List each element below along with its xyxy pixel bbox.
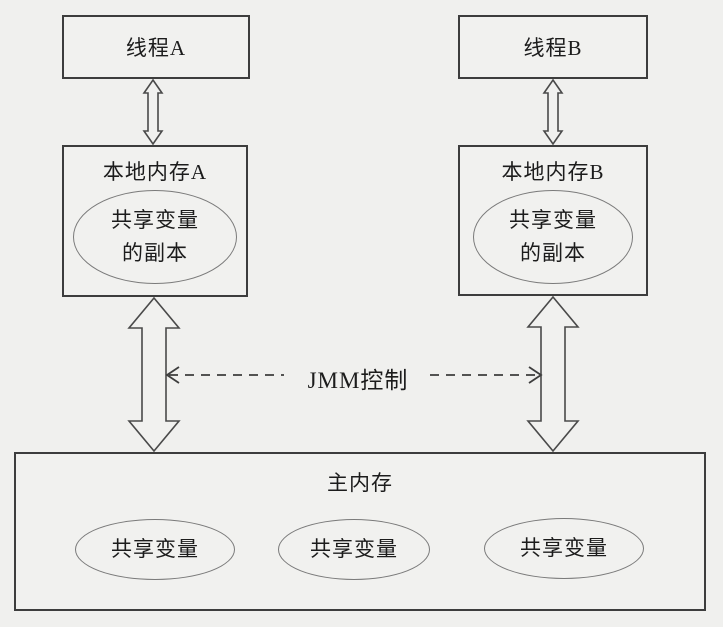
shared-variable-ellipse-3: 共享变量	[484, 518, 644, 579]
shared-variable-2-label: 共享变量	[310, 537, 398, 561]
local-memory-a-title: 本地内存A	[102, 160, 208, 184]
thread-b-local-b-double-arrow	[542, 78, 564, 146]
copy-a-line1: 共享变量	[111, 208, 199, 232]
thread-a-local-a-double-arrow	[142, 78, 164, 146]
copy-b-line1: 共享变量	[509, 208, 597, 232]
local-memory-a-copy-ellipse: 共享变量 的副本	[73, 190, 237, 284]
jmm-control-right-arrowhead	[528, 366, 543, 384]
local-memory-b-title: 本地内存B	[501, 160, 605, 184]
shared-variable-1-label: 共享变量	[111, 537, 199, 561]
shared-variable-ellipse-1: 共享变量	[75, 519, 235, 580]
thread-b-label: 线程B	[523, 36, 583, 60]
jmm-control-left-arrowhead	[165, 366, 180, 384]
local-memory-b-copy-ellipse: 共享变量 的副本	[473, 190, 633, 284]
thread-b-box: 线程B	[458, 15, 648, 79]
copy-a-line2: 的副本	[122, 241, 188, 265]
thread-a-box: 线程A	[62, 15, 250, 79]
shared-variable-ellipse-2: 共享变量	[278, 519, 430, 580]
shared-variable-3-label: 共享变量	[520, 536, 608, 560]
thread-a-label: 线程A	[125, 36, 187, 60]
jmm-control-label: JMM控制	[288, 361, 428, 395]
main-memory-title: 主内存	[327, 471, 393, 495]
local-a-main-memory-double-arrow	[127, 296, 181, 453]
local-b-main-memory-double-arrow	[526, 295, 580, 453]
copy-b-line2: 的副本	[520, 241, 586, 265]
